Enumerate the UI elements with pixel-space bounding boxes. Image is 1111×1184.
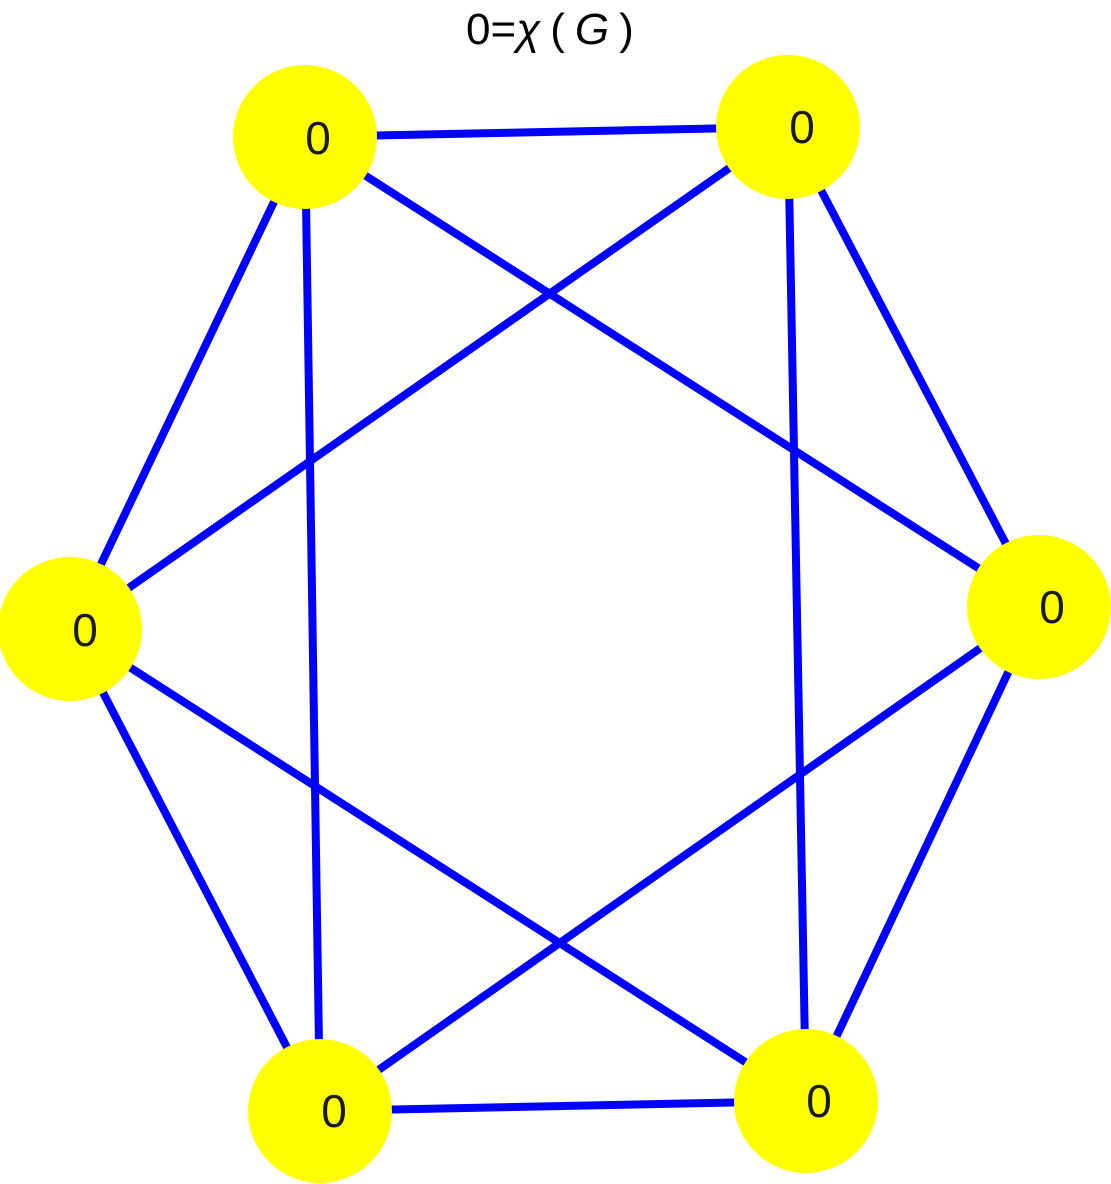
title-open-paren: ( (550, 5, 565, 54)
title-value: 0 (466, 5, 490, 54)
edge-top-right-right (784, 125, 1043, 609)
chromatic-number-title: 0=χ(G) (466, 5, 634, 54)
title-equals: = (490, 5, 516, 54)
nodes-group: 0 0 0 0 0 0 (0, 55, 1111, 1183)
node-left: 0 (0, 557, 142, 701)
node-label-left: 0 (72, 604, 98, 656)
edge-top-right-left (67, 123, 791, 633)
edge-right-bottom-left (317, 603, 1042, 1115)
node-circle-right (967, 535, 1111, 679)
node-bottom-right: 0 (734, 1029, 878, 1173)
edge-top-right-bottom-right (784, 126, 810, 1102)
node-top-left: 0 (233, 65, 377, 209)
edge-left-bottom-left (66, 627, 324, 1113)
node-circle-top-left (233, 65, 377, 209)
title-chi: χ (512, 5, 541, 54)
node-bottom-left: 0 (248, 1039, 392, 1183)
node-label-bottom-right: 0 (806, 1075, 832, 1127)
node-circle-left (0, 557, 142, 701)
edge-left-bottom-right (67, 625, 809, 1105)
edge-top-left-top-right (304, 123, 789, 141)
node-label-bottom-left: 0 (321, 1085, 347, 1137)
node-top-right: 0 (716, 55, 860, 199)
edge-top-left-right (302, 133, 1042, 611)
node-circle-bottom-right (734, 1029, 878, 1173)
node-label-top-left: 0 (305, 112, 331, 164)
node-circle-top-right (716, 55, 860, 199)
edge-top-left-bottom-left (301, 136, 324, 1112)
node-circle-bottom-left (248, 1039, 392, 1183)
title-close-paren: ) (619, 5, 634, 54)
node-label-right: 0 (1039, 581, 1065, 633)
node-label-top-right: 0 (789, 101, 815, 153)
edges-group (66, 123, 1043, 1115)
edge-top-left-left (66, 135, 309, 631)
edge-right-bottom-right (802, 605, 1043, 1103)
node-right: 0 (967, 535, 1111, 679)
title-graph-symbol: G (575, 5, 609, 54)
edge-bottom-left-bottom-right (319, 1097, 807, 1115)
